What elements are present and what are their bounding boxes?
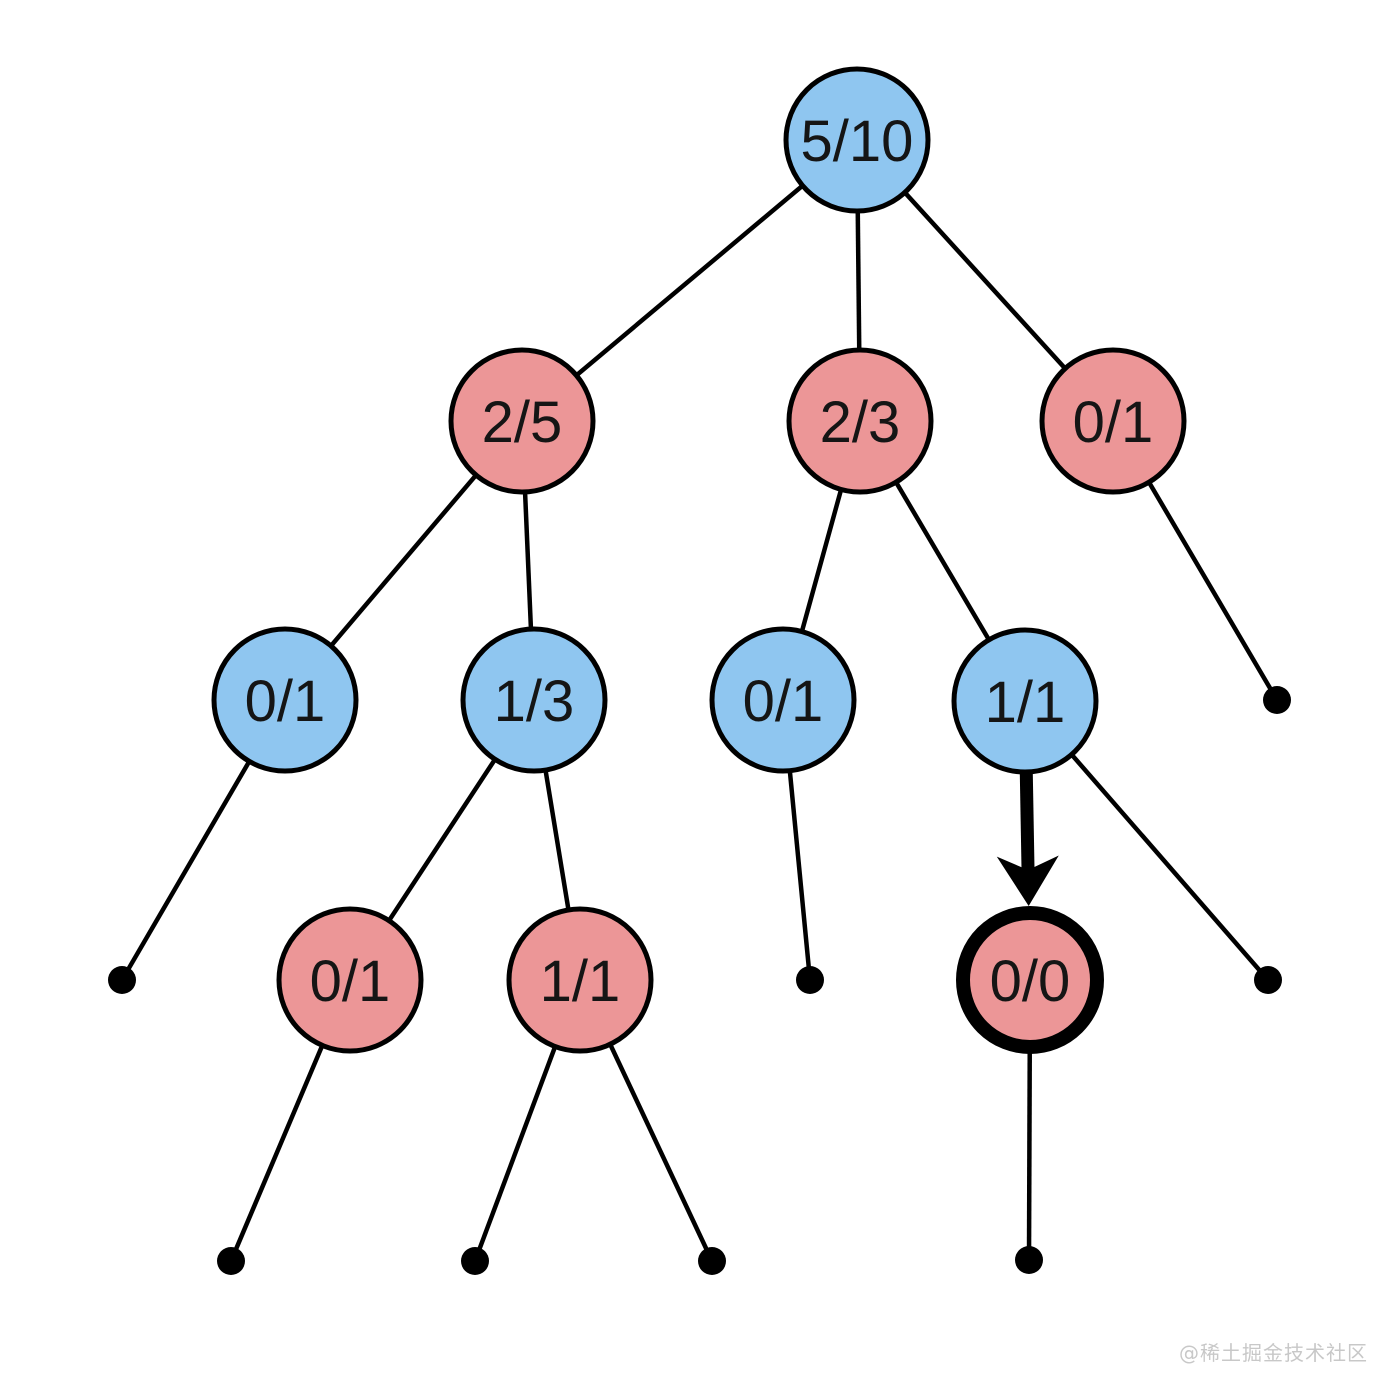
tree-node-n01d: 0/1 <box>276 906 424 1054</box>
node-circle <box>448 347 596 495</box>
node-label: 2/3 <box>820 390 901 455</box>
tree-node-n01b: 0/1 <box>211 626 359 774</box>
tree-node-n11a: 1/1 <box>951 627 1099 775</box>
node-circle <box>1039 347 1187 495</box>
leaf-dot <box>108 966 136 994</box>
leaf-dot <box>1015 1246 1043 1274</box>
tree-node-n01c: 0/1 <box>709 626 857 774</box>
node-label: 5/10 <box>801 109 914 174</box>
node-label: 1/1 <box>540 949 621 1014</box>
node-circle <box>506 906 654 1054</box>
node-label: 2/5 <box>482 390 563 455</box>
arrow-head-icon <box>996 855 1059 907</box>
selection-arrow <box>996 772 1059 907</box>
node-label: 1/1 <box>985 670 1066 735</box>
leaf-dot <box>1254 966 1282 994</box>
watermark: @稀土掘金技术社区 <box>1179 1341 1368 1365</box>
arrow-shaft <box>1019 772 1035 871</box>
node-circle <box>786 347 934 495</box>
tree-node-n01a: 0/1 <box>1039 347 1187 495</box>
node-circle <box>783 66 931 214</box>
tree-node-n13: 1/3 <box>460 626 608 774</box>
node-label: 0/1 <box>245 669 326 734</box>
node-circle <box>460 626 608 774</box>
tree-node-n25: 2/5 <box>448 347 596 495</box>
tree-node-root: 5/10 <box>783 66 931 214</box>
leaf-dot <box>1263 686 1291 714</box>
leaf-dot <box>796 966 824 994</box>
tree-node-n00: 0/0 <box>956 906 1104 1054</box>
node-circle-highlighted <box>956 906 1104 1054</box>
tree-node-n11b: 1/1 <box>506 906 654 1054</box>
node-circle <box>211 626 359 774</box>
leaf-dot <box>217 1247 245 1275</box>
node-circle <box>276 906 424 1054</box>
leaf-dot <box>698 1247 726 1275</box>
leaf-dot <box>461 1247 489 1275</box>
node-circle <box>709 626 857 774</box>
node-label: 0/1 <box>310 949 391 1014</box>
node-label: 0/1 <box>743 669 824 734</box>
node-label: 1/3 <box>494 669 575 734</box>
node-label: 0/1 <box>1073 390 1154 455</box>
node-label: 0/0 <box>990 949 1071 1014</box>
tree-node-n23: 2/3 <box>786 347 934 495</box>
node-circle <box>951 627 1099 775</box>
